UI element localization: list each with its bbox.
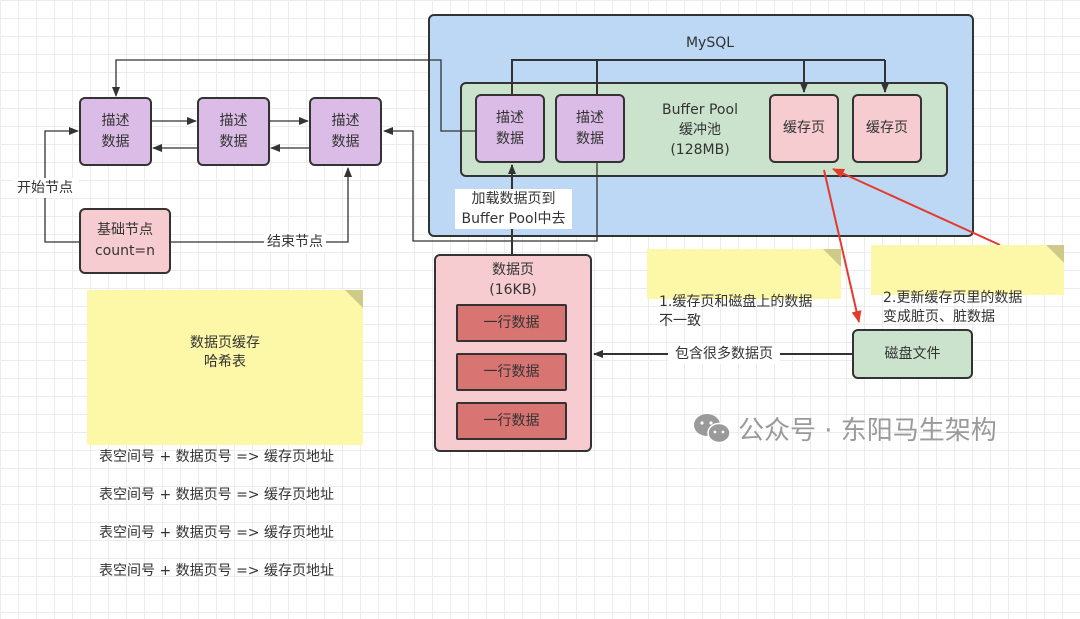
watermark: 公众号 · 东阳马生架构 bbox=[692, 410, 997, 447]
mysql-title: MySQL bbox=[685, 35, 735, 51]
cache-page-2[interactable]: 缓存页 bbox=[852, 94, 922, 163]
dirty-text: 2.更新缓存页里的数据 变成脏页、脏数据 bbox=[883, 290, 1023, 325]
hash-table-title: 数据页缓存 哈希表 bbox=[190, 335, 260, 370]
note-fold-shadow bbox=[345, 290, 363, 308]
red-arrow-to-disk bbox=[823, 169, 862, 323]
data-row-2[interactable]: 一行数据 bbox=[456, 353, 567, 391]
disk-file[interactable]: 磁盘文件 bbox=[852, 329, 973, 379]
red-arrow-to-cache bbox=[832, 168, 1001, 246]
free-list-node-2[interactable]: 描述 数据 bbox=[197, 97, 270, 166]
edge-pool-node1 bbox=[112, 59, 475, 132]
hash-entry: 表空间号 + 数据页号 => 缓存页地址 bbox=[99, 563, 334, 579]
pool-desc-node-1[interactable]: 描述 数据 bbox=[475, 94, 545, 163]
load-label: 加载数据页到 Buffer Pool中去 bbox=[455, 189, 572, 229]
disk-edge-label: 包含很多数据页 bbox=[668, 344, 780, 364]
cache-page-1[interactable]: 缓存页 bbox=[769, 94, 839, 163]
edge-end bbox=[171, 167, 352, 243]
base-node[interactable]: 基础节点 count=n bbox=[79, 208, 171, 274]
free-list-node-3[interactable]: 描述 数据 bbox=[309, 97, 382, 166]
hash-table-note: 数据页缓存 哈希表 表空间号 + 数据页号 => 缓存页地址 表空间号 + 数据… bbox=[87, 290, 363, 579]
watermark-text: 公众号 · 东阳马生架构 bbox=[738, 416, 997, 446]
hash-entry: 表空间号 + 数据页号 => 缓存页地址 bbox=[99, 449, 334, 465]
dirty-note: 2.更新缓存页里的数据 变成脏页、脏数据 bbox=[871, 245, 1064, 325]
edge-desc-to-cache bbox=[511, 59, 885, 94]
data-page-title: 数据页 (16KB) bbox=[489, 262, 537, 298]
hash-entry: 表空间号 + 数据页号 => 缓存页地址 bbox=[99, 487, 334, 503]
buffer-pool-label: Buffer Pool 缓冲池 (128MB) bbox=[662, 102, 738, 158]
start-node-label: 开始节点 bbox=[12, 178, 78, 198]
hash-entry: 表空间号 + 数据页号 => 缓存页地址 bbox=[99, 525, 334, 541]
inconsistent-text: 1.缓存页和磁盘上的数据 不一致 bbox=[659, 294, 813, 329]
end-node-label: 结束节点 bbox=[264, 232, 326, 252]
edge-pool2-node3 bbox=[383, 127, 598, 242]
inconsistent-note: 1.缓存页和磁盘上的数据 不一致 bbox=[647, 249, 841, 329]
data-row-3[interactable]: 一行数据 bbox=[456, 402, 567, 440]
wechat-icon bbox=[694, 413, 731, 443]
free-list-node-1[interactable]: 描述 数据 bbox=[79, 97, 152, 166]
data-row-1[interactable]: 一行数据 bbox=[456, 304, 567, 342]
pool-desc-node-2[interactable]: 描述 数据 bbox=[555, 94, 625, 163]
